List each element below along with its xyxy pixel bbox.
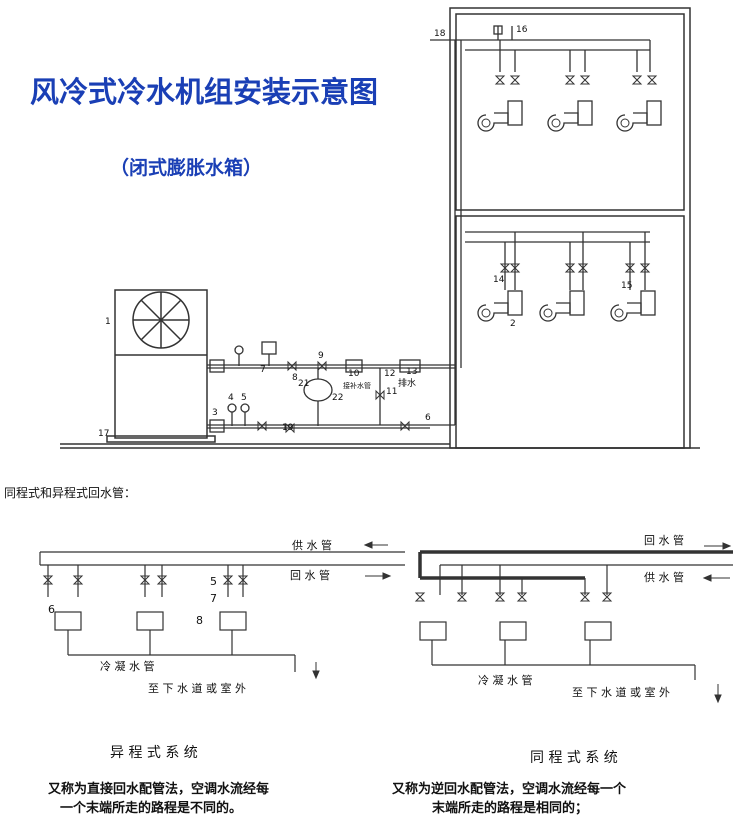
left-label-5: 5 [210, 575, 217, 588]
right-system-valves [415, 592, 612, 602]
label-drain-pipe: 接补水管 [343, 381, 371, 390]
label-4: 4 [228, 393, 234, 403]
building-outline [60, 7, 700, 449]
right-condensate-label: 冷 凝 水 管 [478, 673, 533, 687]
supply-piping [207, 40, 462, 433]
label-18: 18 [434, 29, 446, 39]
upper-fan-coils [477, 75, 662, 132]
label-3: 3 [212, 408, 218, 418]
left-supply-pipe-label: 供 水 管 [292, 538, 332, 552]
label-13: 13 [406, 367, 417, 377]
right-return-pipe-label: 回 水 管 [644, 533, 684, 547]
left-label-8: 8 [196, 614, 203, 627]
chiller-unit [106, 289, 216, 443]
label-10: 10 [348, 369, 360, 379]
label-drain: 排水 [398, 377, 416, 389]
left-to-drain-label: 至 下 水 道 或 室 外 [148, 681, 246, 695]
label-6: 6 [425, 413, 431, 423]
right-system-piping [418, 550, 733, 680]
left-label-6: 6 [48, 603, 55, 616]
label-8: 8 [292, 373, 298, 383]
label-19: 19 [282, 423, 294, 433]
label-21: 21 [298, 379, 309, 389]
left-desc-line2: 一个末端所走的路程是不同的。 [60, 800, 242, 816]
left-system-piping [39, 551, 405, 672]
diagram-subtitle: （闭式膨胀水箱） [110, 156, 262, 179]
upper-floor-piping [430, 25, 651, 72]
label-22: 22 [332, 393, 343, 403]
label-15: 15 [621, 281, 632, 291]
label-9: 9 [318, 351, 324, 361]
label-1: 1 [105, 317, 111, 327]
right-desc-line2: 末端所走的路程是相同的； [431, 800, 588, 816]
label-14: 14 [493, 275, 505, 285]
label-2: 2 [510, 319, 516, 329]
label-7: 7 [260, 365, 266, 375]
label-5: 5 [241, 393, 247, 403]
left-condensate-label: 冷 凝 水 管 [100, 659, 155, 673]
left-arrows [312, 541, 392, 680]
right-desc-line1: 又称为逆回水配管法，空调水流经每一个 [391, 781, 627, 797]
left-desc-line1: 又称为直接回水配管法，空调水流经每 [47, 781, 269, 797]
right-system-name: 同 程 式 系 统 [530, 750, 618, 766]
right-to-drain-label: 至 下 水 道 或 室 外 [572, 685, 670, 699]
right-supply-pipe-label: 供 水 管 [644, 570, 684, 584]
left-return-pipe-label: 回 水 管 [290, 568, 330, 582]
label-16: 16 [516, 25, 528, 35]
diagram-title: 风冷式冷水机组安装示意图 [30, 75, 378, 109]
section-heading: 同程式和异程式回水管： [4, 485, 136, 500]
label-11: 11 [386, 387, 397, 397]
label-12: 12 [384, 369, 395, 379]
label-17: 17 [98, 429, 109, 439]
left-label-7: 7 [210, 592, 217, 605]
left-system-name: 异 程 式 系 统 [110, 745, 198, 761]
lower-floor-piping [465, 231, 650, 290]
right-arrows [702, 542, 732, 704]
